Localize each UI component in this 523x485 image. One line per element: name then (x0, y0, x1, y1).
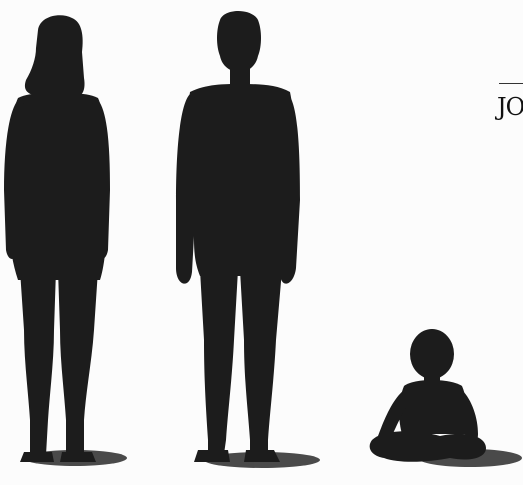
child-silhouette (370, 329, 486, 462)
man-silhouette (176, 11, 300, 462)
woman-silhouette (4, 15, 110, 462)
cropped-label: JO (497, 95, 523, 119)
label-rule (499, 83, 523, 84)
